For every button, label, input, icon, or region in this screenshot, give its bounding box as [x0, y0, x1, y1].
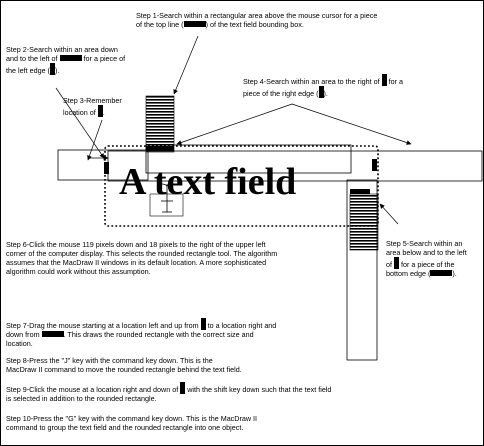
step2-search-area [57, 149, 149, 181]
step9-line1a: Step 9-Click the mouse at a location rig… [6, 385, 179, 394]
step6-line4: algorithm could work without this assump… [6, 267, 151, 276]
step2-text: Step 2-Search within an area down and to… [6, 45, 125, 75]
step1-line1: Step 1-Search within a rectangular area … [136, 11, 378, 20]
step3-line1: Step 3-Remember [63, 96, 122, 105]
arrow-step4-right [291, 103, 412, 145]
left-edge-swatch-5 [180, 382, 186, 394]
step8-text: Step 8-Press the "J" key with the comman… [6, 356, 242, 374]
step5-line4: bottom edge (). [386, 269, 467, 278]
step10-text: Step 10-Press the "G" key with the comma… [6, 414, 257, 432]
step7-line2: down from . This draws the rounded recta… [6, 330, 276, 339]
left-edge-swatch-2 [97, 105, 103, 117]
arrow-step2 [55, 87, 105, 159]
arrow-step5 [379, 203, 399, 225]
step4-line1a: Step 4-Search within an area to the righ… [243, 77, 380, 86]
step4-line2a: piece of the right edge ( [243, 89, 319, 98]
step5-area-outline [346, 179, 378, 361]
step3-line2: location of . [63, 105, 122, 117]
step10-line1: Step 10-Press the "G" key with the comma… [6, 414, 258, 423]
step10-line2: command to group the text field and the … [6, 423, 244, 432]
step5-line4a: bottom edge ( [386, 269, 431, 278]
arrow-step1 [173, 35, 199, 95]
step2-line3b: ). [54, 66, 60, 75]
step4-line2: piece of the right edge (). [243, 86, 403, 98]
top-edge-marker [146, 146, 174, 151]
step1-line2: of the top line ( ) of the text field bou… [136, 20, 377, 29]
step4-line1b: for a [388, 77, 404, 86]
step6-line2: corner of the computer display. This sel… [6, 249, 278, 258]
step7-line2a: down from [6, 330, 40, 339]
step2-line2: and to the left of for a piece of [6, 54, 125, 63]
step2-line3: the left edge (). [6, 63, 125, 75]
step1-line2b: ) of the text field bounding box. [205, 20, 304, 29]
step3-line2b: . [102, 108, 105, 117]
step5-line3: of for a piece of the [386, 257, 467, 269]
step4-line2b: ). [323, 89, 328, 98]
left-edge-swatch-3 [381, 74, 387, 86]
step4-search-area [145, 144, 352, 174]
arrow-step4-left [176, 103, 293, 145]
left-edge-swatch-4 [200, 318, 206, 330]
cursor-box [149, 193, 184, 217]
right-edge-marker [372, 159, 377, 171]
step1-text: Step 1-Search within a rectangular area … [136, 11, 377, 29]
bottom-edge-swatch-2 [41, 331, 64, 337]
step5-line1: Step 5-Search within an [386, 239, 463, 248]
step5-text: Step 5-Search within an area below and t… [386, 239, 467, 278]
step4-text: Step 4-Search within an area to the righ… [243, 74, 403, 98]
step5-line4b: ). [452, 269, 457, 278]
text-field-label: A text field [119, 161, 296, 203]
step5-search-area [349, 193, 379, 251]
arrow-step3 [87, 119, 103, 161]
step4-line1: Step 4-Search within an area to the righ… [243, 74, 403, 86]
step7-line2b: . This draws the rounded rectangle with … [63, 330, 254, 339]
step3-text: Step 3-Remember location of . [63, 96, 122, 117]
step9-text: Step 9-Click the mouse at a location rig… [6, 382, 331, 403]
right-edge-swatch [318, 86, 324, 98]
step7-line1a: Step 7-Drag the mouse starting at a loca… [6, 321, 199, 330]
step7-line1b: to a location right and [207, 321, 277, 330]
top-edge-swatch-2 [59, 55, 82, 61]
step5-line3a: of [386, 260, 392, 269]
right-edge-swatch-2 [394, 257, 399, 269]
step5-line3b: for a piece of the [401, 260, 455, 269]
step7-line1: Step 7-Drag the mouse starting at a loca… [6, 318, 276, 330]
bottom-edge-marker [350, 189, 370, 194]
left-edge-swatch [49, 63, 55, 75]
step6-line1: Step 6-Click the mouse 119 pixels down a… [6, 240, 266, 249]
step3-line2a: location of [63, 108, 96, 117]
step1-line2a: of the top line ( [136, 20, 184, 29]
step8-line2: MacDraw II command to move the rounded r… [6, 365, 242, 374]
dotted-selection-rectangle [104, 145, 379, 227]
step6-text: Step 6-Click the mouse 119 pixels down a… [6, 240, 277, 276]
step8-line1: Step 8-Press the "J" key with the comman… [6, 356, 213, 365]
step6-line3: assumes that the MacDraw II windows in i… [6, 258, 267, 267]
step1-search-area [145, 95, 175, 153]
step9-line1: Step 9-Click the mouse at a location rig… [6, 382, 331, 394]
left-edge-marker [104, 162, 109, 174]
step2-line2b: for a piece of [83, 54, 126, 63]
step9-line1b: with the shift key down such that the te… [187, 385, 332, 394]
step5-line2: area below and to the left [386, 248, 467, 257]
bottom-edge-swatch [430, 270, 453, 276]
step2-line3a: the left edge ( [6, 66, 50, 75]
step9-line2: is selected in addition to the rounded r… [6, 394, 157, 403]
ibeam-cursor [161, 183, 173, 213]
step7-text: Step 7-Drag the mouse starting at a loca… [6, 318, 276, 348]
top-edge-swatch [183, 21, 206, 27]
step2-line1: Step 2-Search within an area down [6, 45, 118, 54]
step7-line3: location. [6, 339, 33, 348]
step2-line2a: and to the left of [6, 54, 58, 63]
